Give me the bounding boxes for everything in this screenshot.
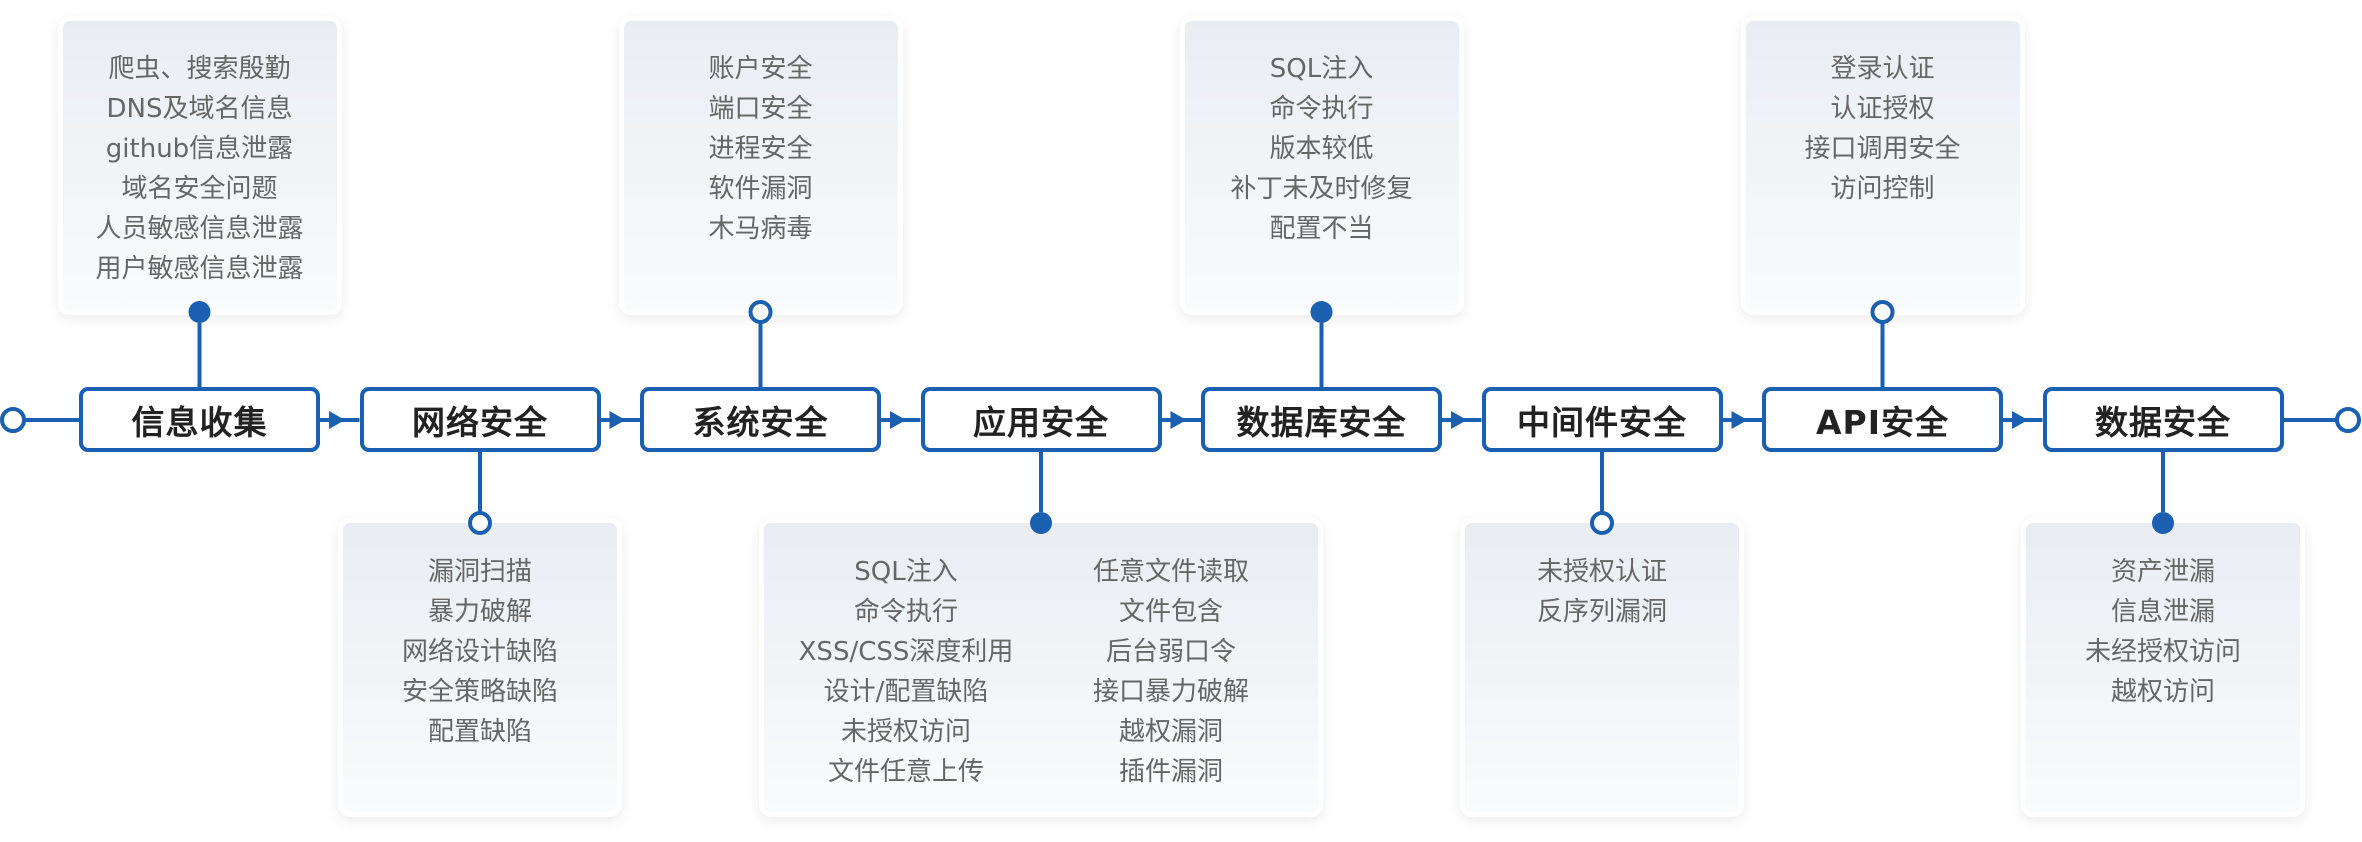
detail-item: 安全策略缺陷: [401, 677, 558, 707]
detail-item: 未授权认证: [1536, 557, 1667, 587]
detail-column: 爬虫、搜索殷勤 DNS及域名信息 github信息泄露域名安全问题人员敏感信息泄露用…: [63, 49, 337, 289]
arrow-right-icon: [329, 411, 345, 429]
stage-label: 中间件安全: [1517, 402, 1687, 442]
detail-item: 端口安全: [708, 94, 813, 124]
detail-column: 未授权认证反序列漏洞: [1465, 552, 1739, 632]
detail-item: 接口调用安全: [1804, 134, 1961, 164]
detail-item: 信息泄漏: [2110, 597, 2215, 627]
detail-item: 未经授权访问: [2084, 637, 2241, 667]
arrow-right-icon: [1170, 411, 1187, 429]
detail-item: 暴力破解: [427, 597, 532, 627]
detail-item: 资产泄漏: [2110, 557, 2215, 587]
detail-item: 漏洞扫描: [427, 557, 532, 587]
stage-box: 系统安全: [640, 387, 881, 452]
stage-box: 应用安全: [920, 387, 1162, 452]
detail-item: 任意文件读取: [1092, 557, 1249, 587]
arrow-right-icon: [1451, 411, 1467, 429]
detail-item: XSS/CSS深度利用: [798, 637, 1014, 667]
detail-item: 登录认证: [1830, 54, 1935, 84]
detail-item: 爬虫、搜索殷勤: [108, 54, 291, 84]
stage-box: 数据安全: [2042, 387, 2284, 452]
detail-item: 接口暴力破解: [1092, 677, 1249, 707]
stage-label: 数据库安全: [1236, 402, 1407, 442]
detail-item: SQL注入: [1269, 54, 1374, 84]
detail-item: 命令执行: [853, 597, 958, 627]
detail-column: SQL注入命令执行版本较低补丁未及时修复配置不当: [1185, 49, 1459, 249]
stage-box: 信息收集: [79, 387, 320, 452]
detail-column: 任意文件读取文件包含后台弱口令接口暴力破解越权漏洞插件漏洞: [1021, 552, 1321, 792]
detail-item: 木马病毒: [708, 214, 813, 244]
detail-item: 人员敏感信息泄露: [95, 214, 304, 244]
detail-item: 用户敏感信息泄露: [95, 254, 304, 284]
stage-label: 应用安全: [973, 402, 1109, 442]
end-circle-icon: [2335, 407, 2361, 433]
detail-item: github信息泄露: [105, 134, 294, 164]
detail-column: 资产泄漏信息泄漏未经授权访问越权访问: [2026, 552, 2300, 712]
detail-item: 补丁未及时修复: [1230, 174, 1413, 204]
stage-box: 网络安全: [359, 387, 601, 452]
detail-item: 命令执行: [1269, 94, 1374, 124]
detail-card: SQL注入命令执行 XSS/CSS深度利用设计/配置缺陷未授权访问文件任意上传 任意…: [759, 518, 1323, 817]
stage-label: API安全: [1815, 402, 1949, 442]
detail-item: 越权访问: [2110, 677, 2215, 707]
detail-item: 认证授权: [1830, 94, 1935, 124]
detail-item: 配置缺陷: [427, 717, 532, 747]
detail-item: 越权漏洞: [1118, 717, 1223, 747]
detail-item: SQL注入: [854, 557, 958, 587]
detail-item: 版本较低: [1269, 134, 1374, 164]
stage-label: 信息收集: [131, 402, 268, 442]
detail-item: 文件任意上传: [827, 757, 984, 787]
detail-item: 插件漏洞: [1118, 757, 1223, 787]
stage-box: 中间件安全: [1481, 387, 1723, 452]
detail-item: 配置不当: [1269, 214, 1374, 244]
detail-card: SQL注入命令执行版本较低补丁未及时修复配置不当: [1179, 16, 1464, 315]
detail-card: 资产泄漏信息泄漏未经授权访问越权访问: [2021, 518, 2305, 817]
detail-item: 后台弱口令: [1105, 637, 1236, 667]
stage-label: 网络安全: [412, 402, 548, 442]
stage-box: API安全: [1762, 387, 2003, 452]
arrow-right-icon: [890, 411, 906, 429]
arrow-right-icon: [1731, 411, 1748, 429]
detail-column: 漏洞扫描暴力破解网络设计缺陷安全策略缺陷配置缺陷: [343, 552, 617, 752]
detail-item: 访问控制: [1830, 174, 1935, 204]
detail-column: 账户安全端口安全进程安全软件漏洞木马病毒: [624, 49, 898, 249]
detail-card: 未授权认证反序列漏洞: [1460, 518, 1744, 817]
arrow-right-icon: [2012, 411, 2028, 429]
stage-box: 数据库安全: [1201, 387, 1442, 452]
detail-item: 设计/配置缺陷: [823, 677, 989, 707]
detail-card: 账户安全端口安全进程安全软件漏洞木马病毒: [618, 16, 903, 315]
arrow-right-icon: [609, 411, 626, 429]
detail-item: 文件包含: [1118, 597, 1223, 627]
detail-item: 账户安全: [708, 54, 813, 84]
detail-item: DNS及域名信息: [106, 94, 293, 124]
detail-card: 爬虫、搜索殷勤 DNS及域名信息 github信息泄露域名安全问题人员敏感信息泄露用…: [57, 16, 342, 315]
detail-column: 登录认证认证授权接口调用安全访问控制: [1746, 49, 2020, 209]
detail-item: 软件漏洞: [708, 174, 813, 204]
stage-label: 系统安全: [692, 402, 829, 442]
detail-item: 网络设计缺陷: [401, 637, 558, 667]
detail-item: 反序列漏洞: [1536, 597, 1667, 627]
detail-item: 域名安全问题: [121, 174, 278, 204]
stage-label: 数据安全: [2095, 402, 2231, 442]
detail-item: 进程安全: [708, 134, 813, 164]
detail-item: 未授权访问: [840, 717, 971, 747]
detail-card: 登录认证认证授权接口调用安全访问控制: [1740, 16, 2025, 315]
detail-card: 漏洞扫描暴力破解网络设计缺陷安全策略缺陷配置缺陷: [338, 518, 622, 817]
start-circle-icon: [0, 407, 26, 433]
detail-column: SQL注入命令执行 XSS/CSS深度利用设计/配置缺陷未授权访问文件任意上传: [756, 552, 1056, 792]
